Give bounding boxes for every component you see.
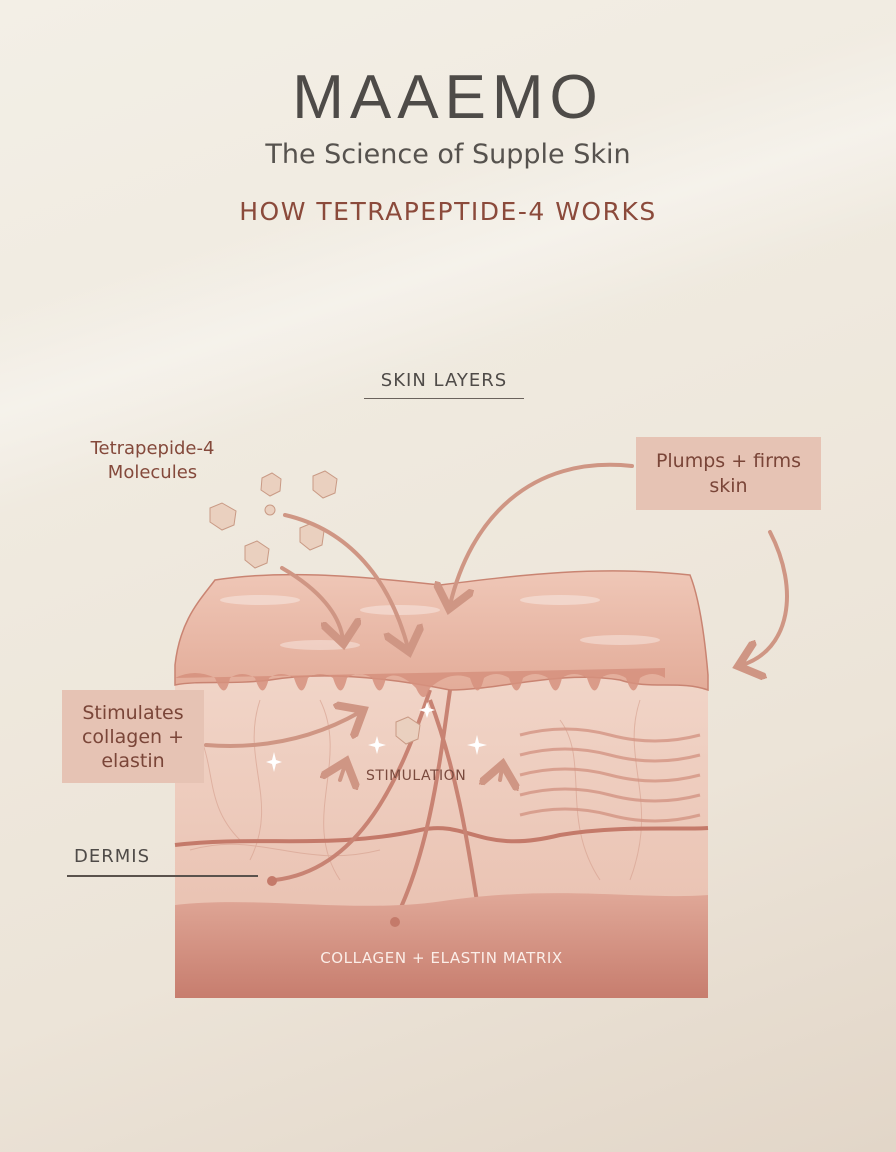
molecules-label: Tetrapepide-4 Molecules (90, 438, 215, 483)
fiber-node (390, 917, 400, 927)
dermal-ridges (175, 668, 665, 697)
molecule-icons (209, 470, 421, 745)
elastin-waves (519, 727, 701, 823)
headline: HOW TETRAPEPTIDE-4 WORKS (239, 197, 657, 226)
fiber-node (267, 876, 277, 886)
plumps-label: Plumps + firms skin (655, 449, 802, 497)
brand-logo: MAAEMO (292, 63, 604, 132)
subtitle: The Science of Supple Skin (265, 139, 631, 170)
matrix-layer (175, 893, 708, 998)
matrix-label: COLLAGEN + ELASTIN MATRIX (320, 949, 563, 967)
section-label: SKIN LAYERS (364, 370, 524, 399)
dermis-layer (175, 670, 708, 910)
dermis-label: DERMIS (74, 846, 151, 867)
plumps-label-box: Plumps + firms skin (636, 437, 821, 510)
stimulates-label-box: Stimulates collagen + elastin (62, 690, 204, 783)
stimulates-label: Stimulates collagen + elastin (81, 701, 185, 772)
arrows (204, 462, 789, 780)
stimulation-label: STIMULATION (366, 768, 467, 784)
sparkle-icons (266, 702, 487, 772)
dermis-leader-line (67, 875, 258, 877)
